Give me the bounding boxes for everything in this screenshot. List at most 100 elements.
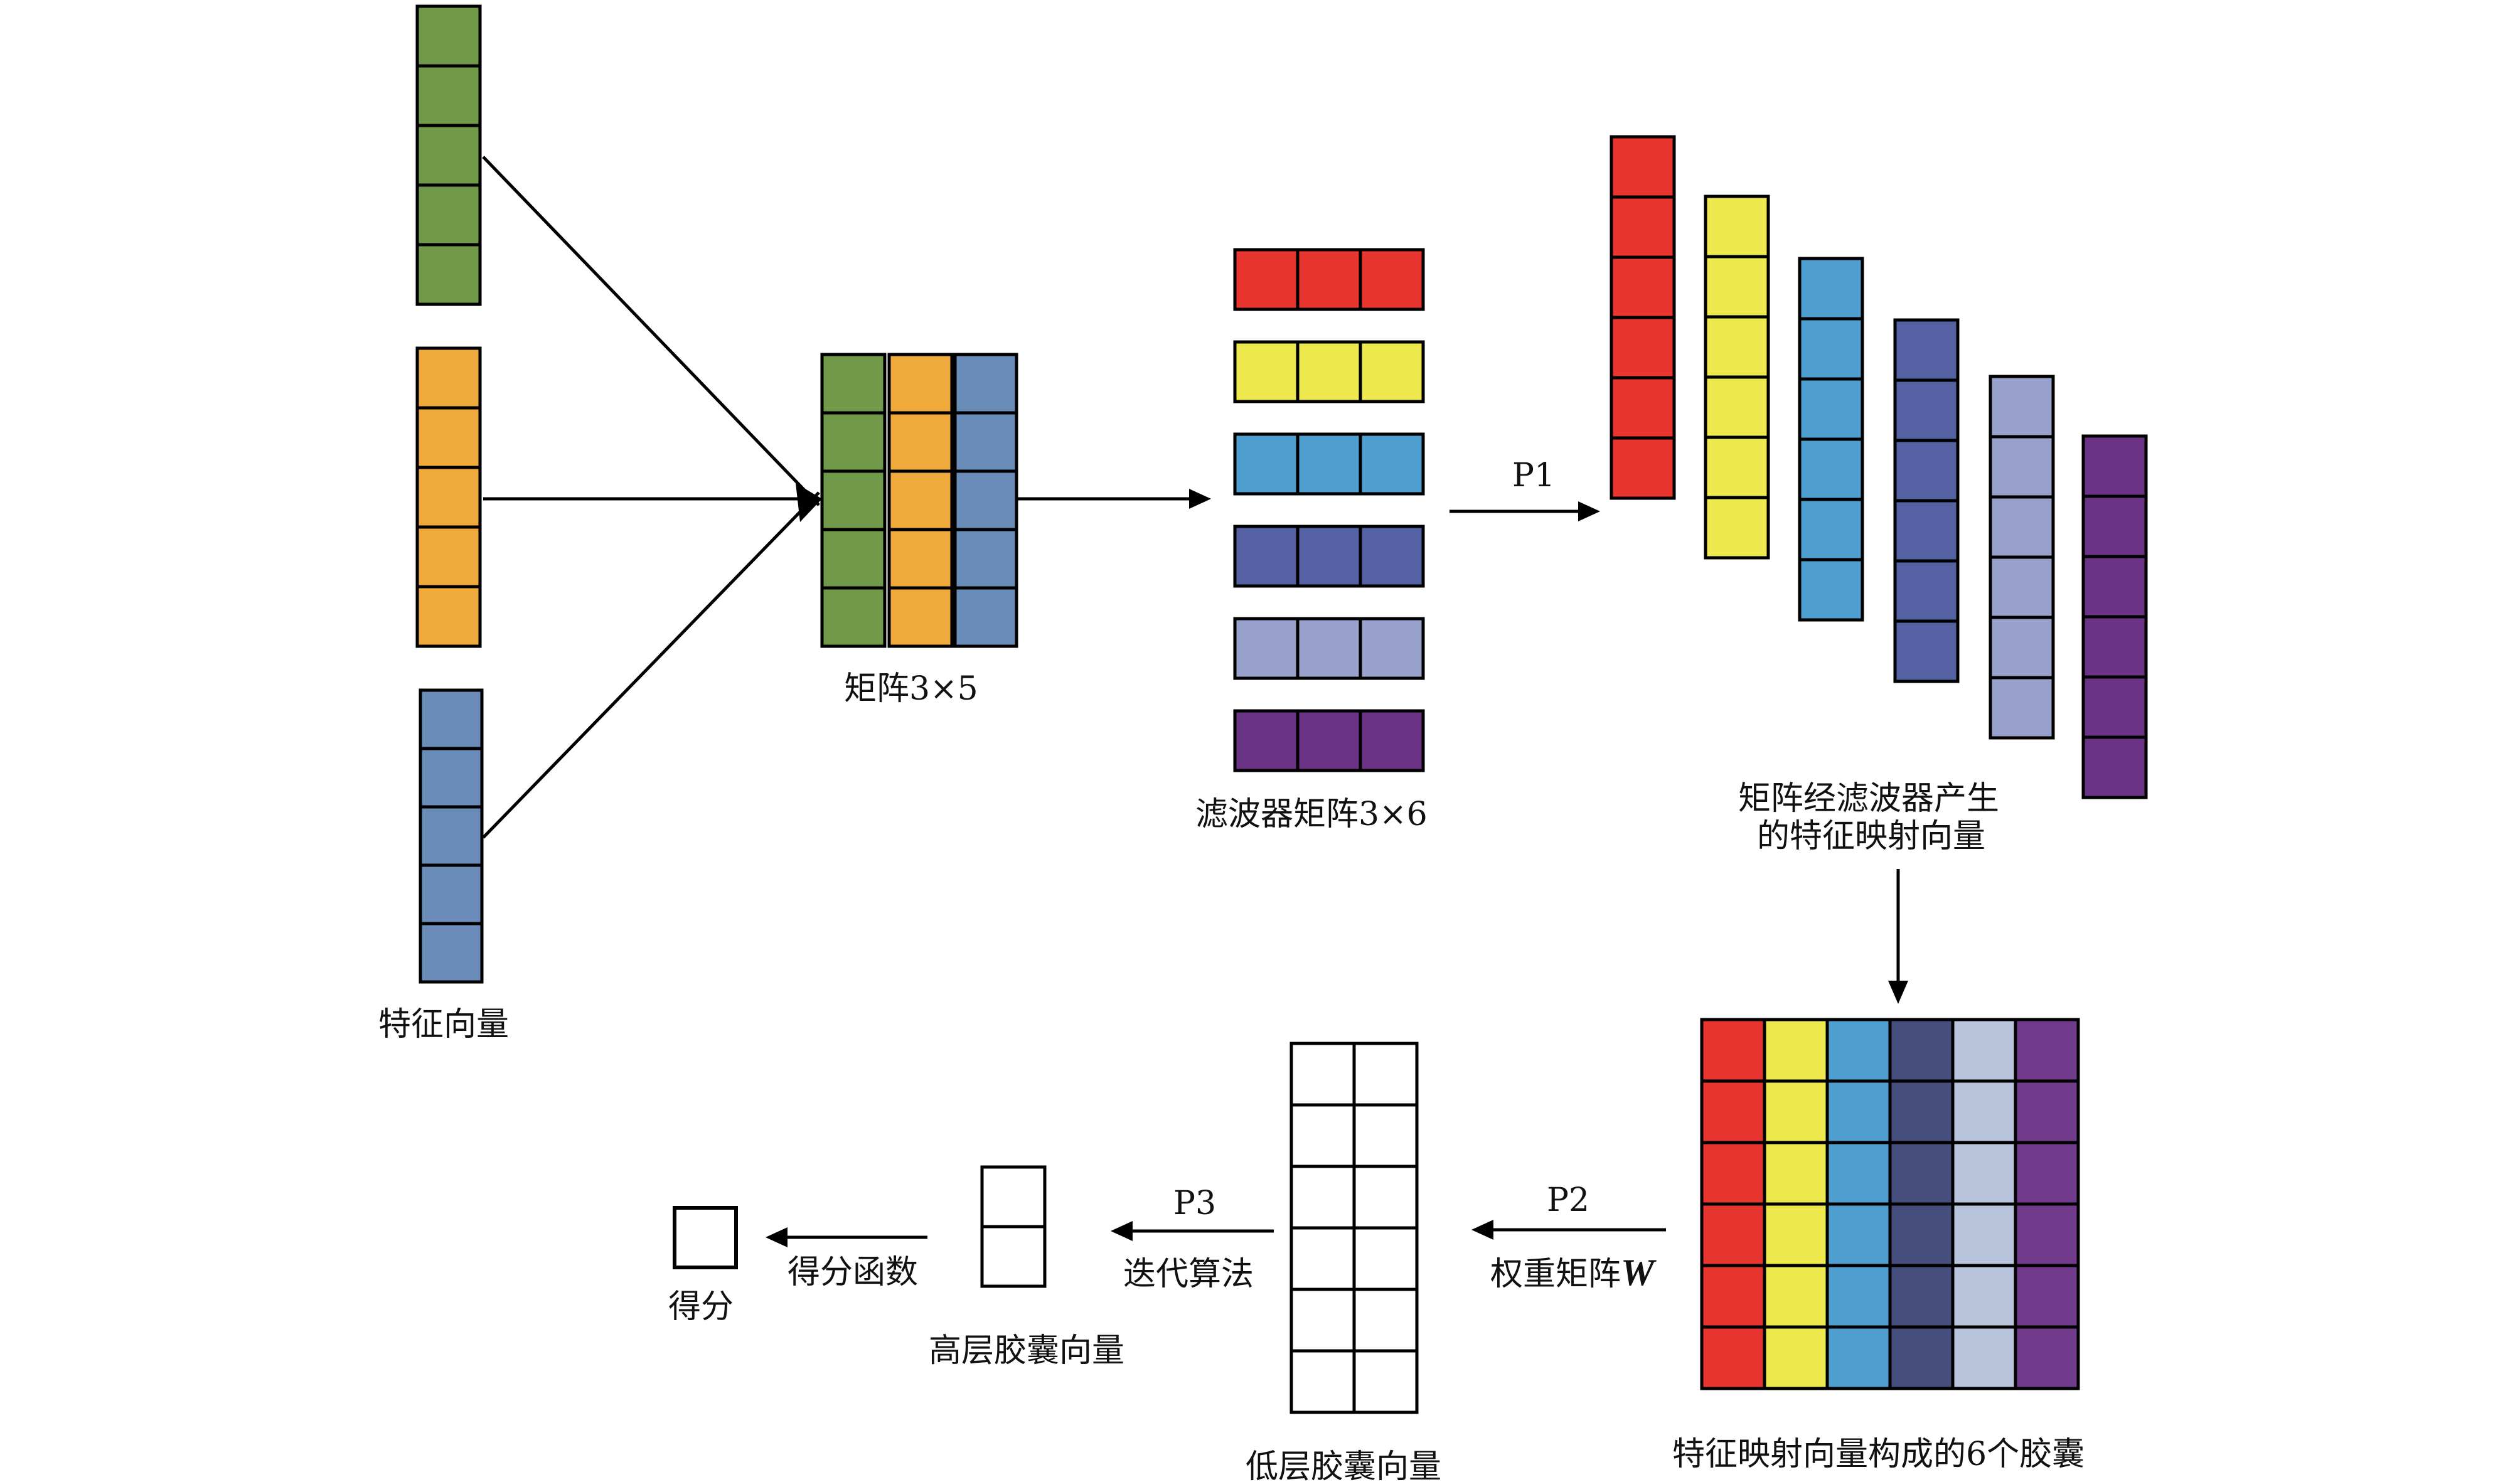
capsule-yellow-cell (1763, 1325, 1829, 1390)
matrix-col-green-cell (820, 528, 887, 590)
capsule-navy-cell (1888, 1079, 1955, 1144)
matrix-col-blue-cell (953, 469, 1018, 531)
input-feature-vectors (415, 4, 484, 984)
label-p1: P1 (1512, 457, 1555, 494)
feature-map-yellow-cell (1704, 195, 1770, 259)
feature-map-yellow-cell (1704, 375, 1770, 439)
feature-map-indigo-cell (1893, 499, 1960, 563)
feature-map-purple-cell (2081, 494, 2148, 558)
feature-map-purple-cell (2081, 675, 2148, 739)
filter-lavender-cell (1296, 617, 1362, 680)
p2-arrow (1471, 1220, 1666, 1240)
low-capsule-col-cell (1289, 1226, 1356, 1291)
label-filter-matrix: 滤波器矩阵3×6 (1195, 796, 1428, 833)
feature-map-purple-cell (2081, 615, 2148, 679)
capsule-red-cell (1700, 1325, 1766, 1390)
label-capsules: 特征映射向量构成的6个胶囊 (1672, 1436, 2085, 1473)
feature-map-lavender-cell (1989, 616, 2055, 680)
feature-map-red-cell (1610, 436, 1676, 500)
capsule-yellow-cell (1763, 1202, 1829, 1267)
high-capsule-col-cell (980, 1225, 1047, 1288)
matrix-col-blue-cell (953, 528, 1018, 590)
feature-map-indigo-cell (1893, 378, 1960, 442)
matrix-col-blue-cell (953, 411, 1018, 473)
matrix-col-green-cell (820, 469, 887, 531)
capsule-pale_blue-cell (1951, 1141, 2017, 1206)
input-vector-blue-cell (419, 688, 484, 750)
weight-matrix-text: 权重矩阵 (1490, 1255, 1621, 1293)
feature-map-vectors (1610, 135, 2148, 799)
capsule-navy-cell (1888, 1264, 1955, 1329)
label-feature-vectors: 特征向量 (378, 1006, 509, 1043)
capsule-sky_blue-cell (1825, 1018, 1892, 1083)
feature-map-yellow-cell (1704, 496, 1770, 560)
feature-map-red-cell (1610, 316, 1676, 380)
label-high-capsule: 高层胶囊向量 (929, 1332, 1124, 1370)
high-level-capsule-vector (980, 1165, 1047, 1288)
capsule-capsule_purple-cell (2014, 1141, 2080, 1206)
low-capsule-col-cell (1352, 1349, 1419, 1414)
matrix-col-orange-cell (887, 469, 954, 531)
arrow-to-capsules (1888, 869, 1908, 1004)
feature-map-lavender-cell (1989, 435, 2055, 499)
capsule-red-cell (1700, 1079, 1766, 1144)
low-capsule-col-cell (1352, 1042, 1419, 1107)
filter-lavender-cell (1233, 617, 1300, 680)
capsule-sky_blue-cell (1825, 1325, 1892, 1390)
feature-map-red-cell (1610, 135, 1676, 199)
feature-map-lavender-cell (1989, 375, 2055, 439)
filter-indigo-cell (1233, 525, 1300, 588)
input-vector-orange-cell (415, 406, 482, 469)
input-vector-green-cell (415, 64, 482, 127)
p1-arrow (1450, 501, 1600, 521)
feature-map-indigo-cell (1893, 559, 1960, 623)
low-capsule-col-cell (1352, 1226, 1419, 1291)
capsule-red-cell (1700, 1141, 1766, 1206)
capsule-navy-cell (1888, 1018, 1955, 1083)
feature-map-sky_blue-cell (1798, 257, 1864, 321)
capsule-pale_blue-cell (1951, 1264, 2017, 1329)
matrix-col-orange-cell (887, 528, 954, 590)
capsule-pale_blue-cell (1951, 1325, 2017, 1390)
input-vector-blue-cell (419, 922, 484, 984)
label-low-capsule: 低层胶囊向量 (1246, 1448, 1441, 1482)
capsule-sky_blue-cell (1825, 1141, 1892, 1206)
label-score-function: 得分函数 (788, 1254, 918, 1291)
weight-matrix-symbol: W (1621, 1252, 1657, 1293)
feature-map-sky_blue-cell (1798, 498, 1864, 562)
feature-map-purple-cell (2081, 555, 2148, 619)
capsule-capsule_purple-cell (2014, 1325, 2080, 1390)
capsule-pale_blue-cell (1951, 1202, 2017, 1267)
matrix-col-blue-cell (953, 586, 1018, 648)
label-score: 得分 (668, 1288, 734, 1326)
input-vector-blue-cell (419, 805, 484, 867)
feature-map-indigo-cell (1893, 619, 1960, 683)
label-p2: P2 (1547, 1181, 1589, 1219)
feature-map-purple-cell (2081, 434, 2148, 498)
feature-map-indigo-cell (1893, 439, 1960, 503)
capsule-capsule_purple-cell (2014, 1264, 2080, 1329)
filter-indigo-cell (1296, 525, 1362, 588)
score-arrow (766, 1227, 927, 1247)
feature-map-purple-cell (2081, 735, 2148, 799)
feature-map-sky_blue-cell (1798, 558, 1864, 622)
capsule-navy-cell (1888, 1325, 1955, 1390)
capsule-sky_blue-cell (1825, 1079, 1892, 1144)
matrix-col-green-cell (820, 586, 887, 648)
capsule-red-cell (1700, 1264, 1766, 1329)
matrix-col-orange-cell (887, 411, 954, 473)
filter-sky_blue-cell (1296, 432, 1362, 496)
capsule-navy-cell (1888, 1141, 1955, 1206)
feature-map-lavender-cell (1989, 495, 2055, 559)
capsule-sky_blue-cell (1825, 1202, 1892, 1267)
matrix-3x5 (820, 353, 1018, 648)
filter-red-cell (1296, 248, 1362, 311)
feature-map-sky_blue-cell (1798, 437, 1864, 501)
capsule-yellow-cell (1763, 1141, 1829, 1206)
filter-purple-cell (1296, 709, 1362, 772)
label-p3: P3 (1173, 1185, 1216, 1222)
input-vector-orange-cell (415, 525, 482, 589)
input-vector-blue-cell (419, 863, 484, 925)
capsule-capsule_purple-cell (2014, 1079, 2080, 1144)
label-feature-map-line1: 矩阵经滤波器产生 (1738, 780, 1999, 818)
